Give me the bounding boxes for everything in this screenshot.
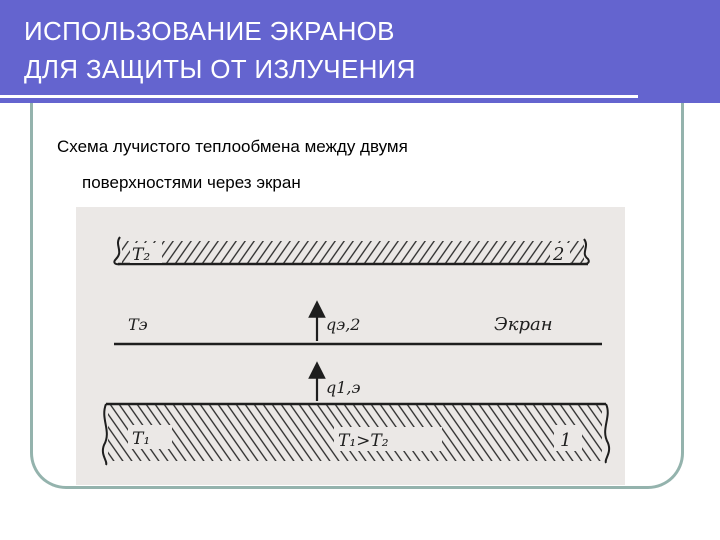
label-temp-relation: T₁>T₂ xyxy=(338,431,389,451)
slide-title-line-2: ДЛЯ ЗАЩИТЫ ОТ ИЗЛУЧЕНИЯ xyxy=(24,54,416,84)
label-t1: T₁ xyxy=(132,429,150,449)
diagram-image: T₂ 2 Tэ qэ,2 Экран q1,э T₁ T₁>T₂ 1 xyxy=(76,207,625,485)
top-surface xyxy=(113,236,590,266)
title-underline xyxy=(0,95,638,98)
title-bar: ИСПОЛЬЗОВАНИЕ ЭКРАНОВ ДЛЯ ЗАЩИТЫ ОТ ИЗЛУ… xyxy=(0,0,720,103)
bottom-surface xyxy=(101,402,611,466)
heat-exchange-diagram: T₂ 2 Tэ qэ,2 Экран q1,э T₁ T₁>T₂ 1 xyxy=(101,236,611,466)
slide-title-line-1: ИСПОЛЬЗОВАНИЕ ЭКРАНОВ xyxy=(24,16,395,46)
label-t-screen: Tэ xyxy=(128,315,148,334)
subtitle-line-2: поверхностями через экран xyxy=(82,173,301,192)
label-screen: Экран xyxy=(494,314,553,335)
label-t2: T₂ xyxy=(132,245,150,265)
label-surface-1: 1 xyxy=(560,430,571,451)
content-frame xyxy=(30,103,684,489)
label-flux-screen-2: qэ,2 xyxy=(326,315,360,334)
label-surface-2: 2 xyxy=(552,244,564,265)
label-flux-1-screen: q1,э xyxy=(326,378,361,397)
subtitle-line-1: Схема лучистого теплообмена между двумя xyxy=(57,137,408,156)
